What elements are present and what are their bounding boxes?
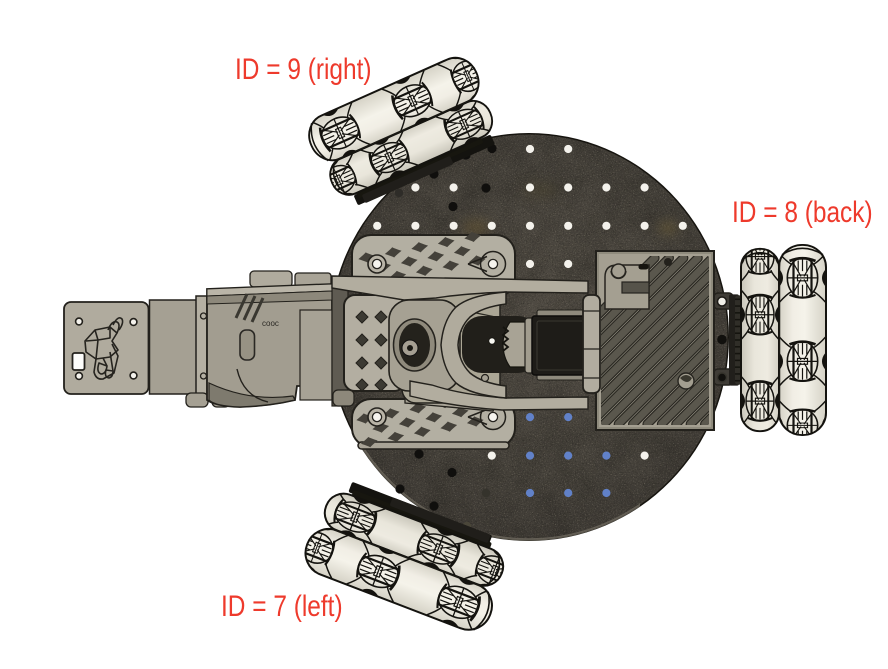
svg-text:cooc: cooc [262,319,279,328]
